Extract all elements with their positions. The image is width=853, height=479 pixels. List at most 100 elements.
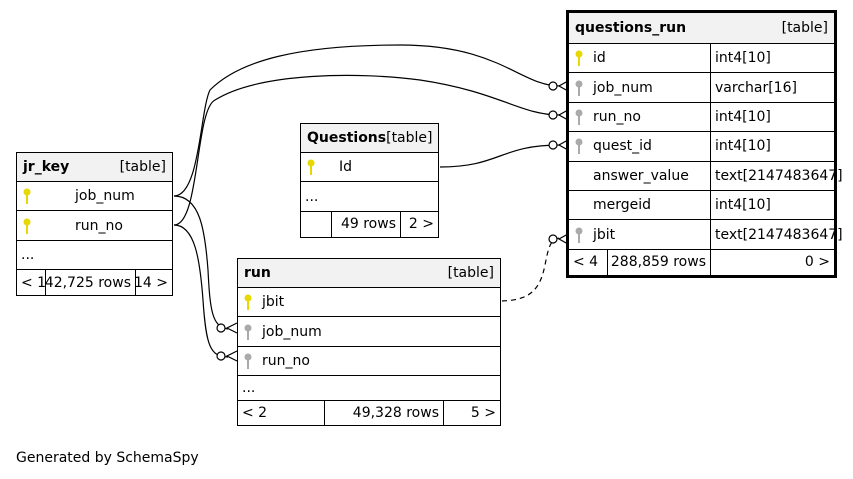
foreign-key-icon <box>573 137 585 155</box>
ellipsis: ... <box>242 380 256 397</box>
table-questions-run[interactable]: questions_run [table] id int4[10] job_nu… <box>566 10 843 278</box>
edge-end-circle <box>548 140 558 150</box>
parents-count[interactable]: < 2 <box>242 405 268 422</box>
table-name: Questions <box>307 130 387 146</box>
primary-key-icon <box>305 158 317 176</box>
column-name: run_no <box>593 108 641 125</box>
column-row: answer_value text[2147483647] <box>569 161 843 191</box>
column-name: job_num <box>593 79 653 96</box>
edge-end-circle <box>216 323 226 333</box>
table-footer: < 1 42,725 rows 14 > <box>17 270 172 296</box>
table-header: questions_run [table] <box>569 13 834 44</box>
parents-count[interactable]: < 1 <box>21 274 47 291</box>
table-header: jr_key [table] <box>17 153 172 182</box>
column-row: id int4[10] <box>569 44 834 74</box>
column-row: run_no <box>238 347 500 377</box>
edge-questions-qrun <box>439 144 561 168</box>
edge-end-circle <box>216 351 226 361</box>
edge-jrkey-runno-qrun <box>173 74 561 226</box>
column-row: job_num <box>17 182 172 212</box>
ellipsis: ... <box>21 246 35 263</box>
table-header: Questions [table] <box>301 124 438 153</box>
column-type: varchar[16] <box>710 73 834 102</box>
table-name: jr_key <box>23 159 70 175</box>
column-name: jbit <box>262 294 285 311</box>
table-run[interactable]: run [table] jbit job_num run_no ... < 2 … <box>237 258 501 427</box>
children-count[interactable]: 5 > <box>443 401 500 426</box>
column-name: run_no <box>262 352 310 369</box>
column-name: run_no <box>75 217 123 234</box>
table-type: [table] <box>119 159 166 175</box>
column-name: Id <box>339 159 353 176</box>
column-row: job_num <box>238 317 500 347</box>
crowfoot <box>225 322 238 334</box>
row-count: 288,859 rows <box>607 249 710 275</box>
table-footer: < 4 288,859 rows 0 > <box>569 249 834 275</box>
primary-key-icon <box>573 49 585 67</box>
edge-end-circle <box>548 110 558 120</box>
table-footer: < 2 49,328 rows 5 > <box>238 401 500 426</box>
children-count[interactable]: 14 > <box>134 270 172 296</box>
foreign-key-icon <box>573 79 585 97</box>
table-jr-key[interactable]: jr_key [table] job_num run_no ... < 1 42… <box>16 152 173 297</box>
crowfoot <box>557 109 569 121</box>
edge-end-circle <box>548 81 558 91</box>
column-name: job_num <box>262 323 322 340</box>
column-row: mergeid int4[10] <box>569 190 834 221</box>
crowfoot <box>225 350 238 362</box>
column-name: answer_value <box>593 167 689 184</box>
column-type: text[2147483647] <box>710 161 843 190</box>
children-count[interactable]: 0 > <box>710 249 834 275</box>
foreign-key-icon <box>242 352 254 370</box>
column-name: job_num <box>75 188 135 205</box>
ellipsis: ... <box>305 188 319 205</box>
edge-jrkey-jobnum-qrun <box>173 44 561 197</box>
edge-jrkey-runno-run <box>173 224 229 358</box>
primary-key-icon <box>21 217 33 235</box>
edge-jrkey-jobnum-run <box>173 195 229 330</box>
crowfoot <box>557 233 569 245</box>
row-count: 42,725 rows <box>45 270 135 296</box>
table-type: [table] <box>781 20 828 36</box>
table-name: questions_run <box>575 20 687 36</box>
table-footer: 49 rows 2 > <box>301 211 438 237</box>
table-header: run [table] <box>238 259 500 288</box>
table-type: [table] <box>447 265 494 281</box>
foreign-key-icon <box>242 323 254 341</box>
row-count: 49,328 rows <box>324 401 443 426</box>
primary-key-icon <box>242 293 254 311</box>
column-type: text[2147483647] <box>710 220 843 249</box>
primary-key-icon <box>21 187 33 205</box>
children-count[interactable]: 2 > <box>400 211 438 237</box>
column-row: quest_id int4[10] <box>569 132 834 162</box>
foreign-key-icon <box>573 226 585 244</box>
column-row: run_no int4[10] <box>569 102 834 133</box>
ellipsis-row: ... <box>301 182 438 212</box>
ellipsis-row: ... <box>17 241 172 271</box>
crowfoot <box>557 80 569 92</box>
column-name: quest_id <box>593 138 652 155</box>
parents-count[interactable]: < 4 <box>573 254 599 271</box>
edge-run-jbit-qrun <box>501 237 561 302</box>
edge-end-circle <box>548 234 558 244</box>
row-count: 49 rows <box>331 211 400 237</box>
column-type: int4[10] <box>710 44 834 73</box>
column-row: jbit text[2147483647] <box>569 220 843 250</box>
column-row: jbit <box>238 288 500 318</box>
parents-empty <box>301 212 331 237</box>
generated-by-credit: Generated by SchemaSpy <box>16 450 199 466</box>
ellipsis-row: ... <box>238 376 500 402</box>
table-name: run <box>244 265 271 281</box>
column-row: Id <box>301 153 438 183</box>
column-type: int4[10] <box>710 102 834 132</box>
column-name: id <box>593 50 606 67</box>
crowfoot <box>557 139 569 151</box>
column-type: int4[10] <box>710 190 834 220</box>
foreign-key-icon <box>573 108 585 126</box>
table-questions[interactable]: Questions [table] Id ... 49 rows 2 > <box>300 123 439 238</box>
column-row: run_no <box>17 211 172 241</box>
column-name: jbit <box>593 226 616 243</box>
table-type: [table] <box>386 130 433 146</box>
column-type: int4[10] <box>710 132 834 161</box>
